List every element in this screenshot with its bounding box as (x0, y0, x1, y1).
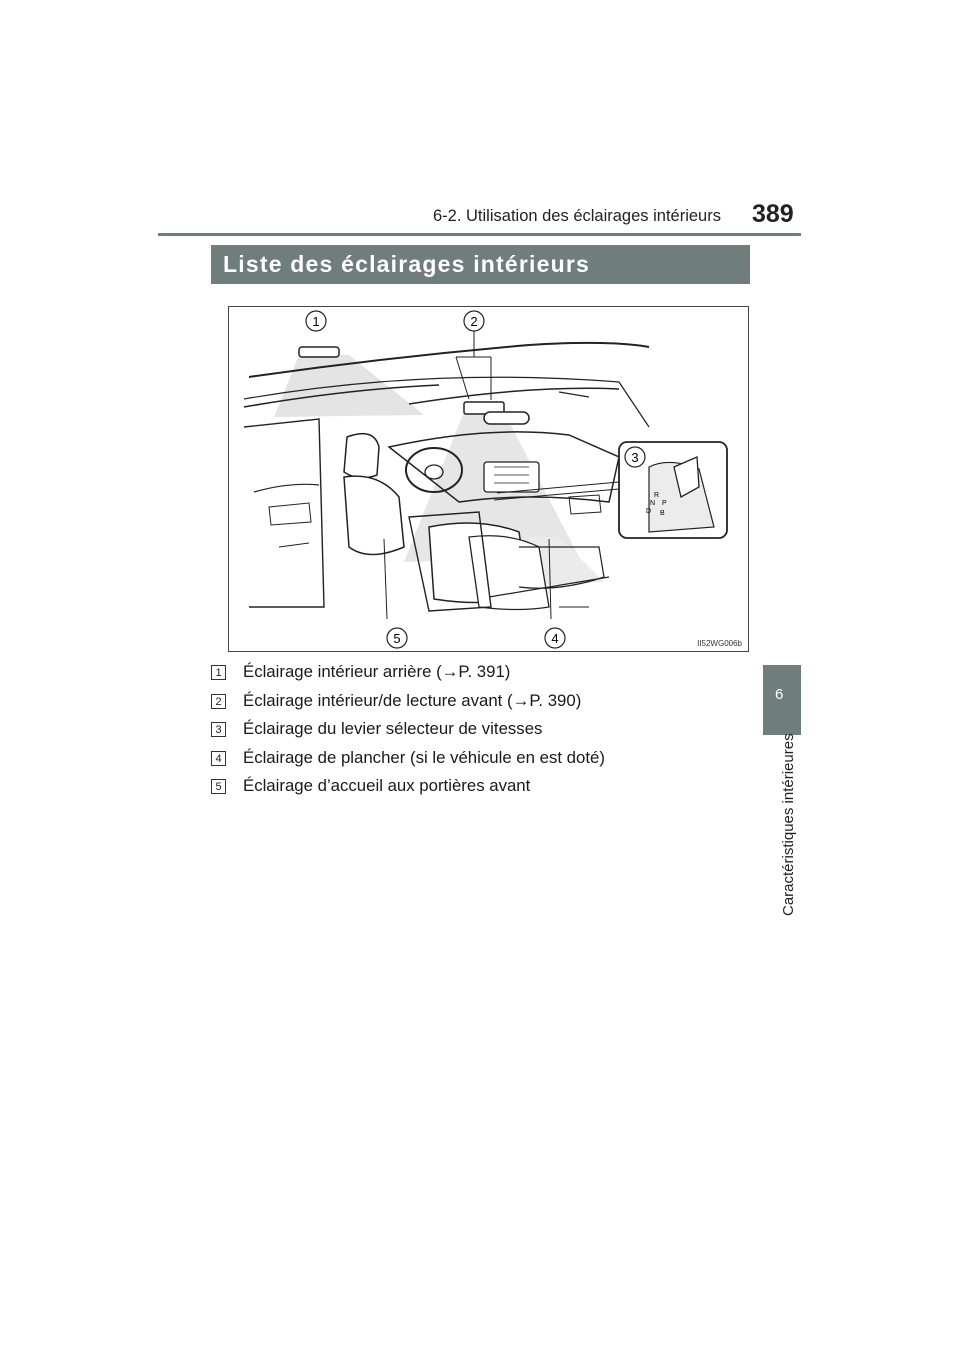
selector-letter-b: B (660, 510, 665, 517)
selector-letter-r: R (654, 492, 659, 499)
callout-4: 4 (551, 631, 558, 646)
section-header: 6-2. Utilisation des éclairages intérieu… (433, 207, 721, 225)
item-number-badge: 4 (211, 750, 226, 766)
section-title: Liste des éclairages intérieurs (223, 251, 591, 277)
section-title-bar: Liste des éclairages intérieurs (211, 245, 750, 284)
callout-1: 1 (312, 314, 319, 329)
chapter-label: Caractéristiques intérieures (780, 733, 797, 916)
item-text: Éclairage du levier sélecteur de vitesse… (243, 719, 543, 738)
selector-letter-d: D (646, 508, 651, 515)
item-text: Éclairage de plancher (si le véhicule en… (243, 747, 605, 767)
item-number-badge: 2 (211, 693, 226, 709)
chapter-tab (763, 665, 801, 735)
item-text: Éclairage d’accueil aux portières avant (243, 776, 531, 795)
selector-letter-n: N (650, 500, 655, 507)
item-number-badge: 1 (211, 665, 226, 680)
list-item: 1 Éclairage intérieur arrière (→P. 391) (211, 660, 751, 688)
list-item: 2 Éclairage intérieur/de lecture avant (… (211, 689, 751, 717)
callout-2: 2 (470, 314, 477, 329)
interior-lights-illustration: 1 2 3 4 5 R N D B P II52WG006b (228, 306, 749, 652)
figure-code: II52WG006b (697, 639, 742, 648)
chapter-number: 6 (775, 686, 784, 703)
page-number: 389 (752, 200, 794, 228)
list-item: 3 Éclairage du levier sélecteur de vites… (211, 717, 751, 745)
list-item: 4 Éclairage de plancher (si le véhicule … (211, 746, 751, 774)
item-text: Éclairage intérieur/de lecture avant (→P… (243, 690, 582, 710)
item-text: Éclairage intérieur arrière (→P. 391) (243, 662, 511, 681)
item-number-badge: 5 (211, 779, 226, 794)
selector-letter-p: P (662, 500, 667, 507)
callout-5: 5 (393, 631, 400, 646)
list-item: 5 Éclairage d’accueil aux portières avan… (211, 774, 751, 802)
callout-3: 3 (631, 450, 638, 465)
header-rule (158, 233, 801, 236)
car-interior-drawing: 1 2 3 4 5 R N D B P (243, 310, 728, 649)
lights-list: 1 Éclairage intérieur arrière (→P. 391) … (211, 660, 751, 803)
item-number-badge: 3 (211, 722, 226, 737)
